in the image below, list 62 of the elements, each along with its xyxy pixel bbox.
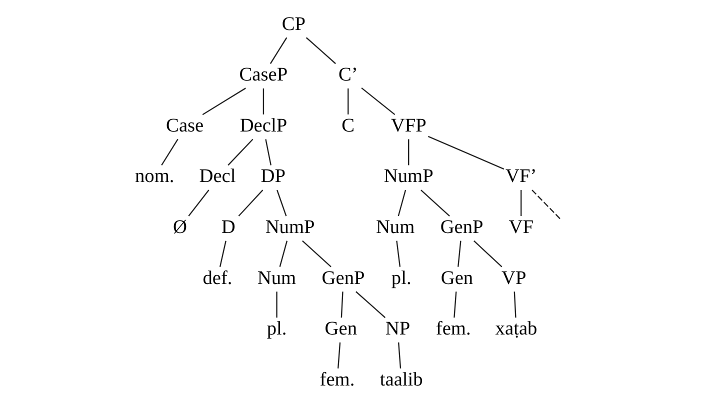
connector bbox=[408, 139, 409, 166]
node-text: nom. bbox=[134, 166, 174, 188]
connector bbox=[513, 292, 516, 318]
node-text: Case bbox=[166, 115, 204, 136]
connector bbox=[227, 138, 253, 166]
connector bbox=[355, 291, 386, 318]
node-text: GenP bbox=[440, 216, 483, 238]
connector bbox=[531, 190, 561, 220]
node-text: CaseP bbox=[238, 64, 288, 86]
connector bbox=[262, 88, 264, 114]
connector bbox=[276, 292, 277, 318]
node-text: fem. bbox=[319, 369, 354, 390]
connector bbox=[302, 240, 331, 268]
connector bbox=[347, 88, 348, 114]
node-text: pl. bbox=[390, 268, 411, 289]
node-text: VF’ bbox=[505, 166, 536, 188]
connector bbox=[472, 240, 502, 268]
node-text: VF bbox=[508, 216, 533, 238]
connector bbox=[276, 190, 286, 216]
connector bbox=[420, 190, 450, 216]
node-text: fem. bbox=[435, 318, 470, 340]
connector bbox=[336, 342, 340, 368]
connector bbox=[397, 342, 401, 368]
connector bbox=[360, 87, 395, 116]
connector bbox=[453, 292, 456, 318]
node-text: VFP bbox=[390, 115, 426, 136]
connector bbox=[340, 292, 343, 318]
connector bbox=[305, 37, 336, 64]
connector bbox=[278, 240, 288, 267]
connector bbox=[238, 190, 263, 216]
connector bbox=[264, 139, 271, 166]
node-text: VP bbox=[500, 268, 526, 289]
connector bbox=[160, 138, 178, 166]
node-text: NumP bbox=[264, 216, 314, 238]
node-text: Num bbox=[375, 216, 414, 238]
node-text: xaṭab bbox=[494, 318, 537, 340]
connector bbox=[218, 240, 226, 267]
node-text: C bbox=[341, 115, 354, 136]
connector bbox=[188, 190, 209, 216]
node-text: NumP bbox=[383, 166, 433, 188]
node-text: Decl bbox=[198, 166, 236, 188]
node-text: CP bbox=[281, 14, 306, 35]
node-text: GenP bbox=[321, 268, 364, 289]
connector bbox=[396, 240, 400, 267]
node-text: C’ bbox=[338, 64, 358, 86]
node-text: D bbox=[220, 216, 235, 238]
node-text: Ø bbox=[172, 216, 187, 238]
node-text: Num bbox=[256, 268, 296, 289]
connector bbox=[427, 136, 504, 170]
node-text: Gen bbox=[440, 268, 473, 289]
node-text: NP bbox=[384, 318, 410, 340]
node-text: DeclP bbox=[239, 115, 287, 136]
connector bbox=[457, 240, 461, 267]
connector bbox=[520, 190, 522, 216]
connector bbox=[202, 88, 246, 116]
node-text: DP bbox=[260, 166, 286, 188]
node-text: Gen bbox=[324, 318, 356, 340]
connector bbox=[397, 190, 406, 216]
node-text: def. bbox=[202, 268, 232, 289]
connector bbox=[269, 37, 287, 64]
node-text: taalib bbox=[379, 369, 422, 390]
node-text: pl. bbox=[266, 318, 286, 340]
